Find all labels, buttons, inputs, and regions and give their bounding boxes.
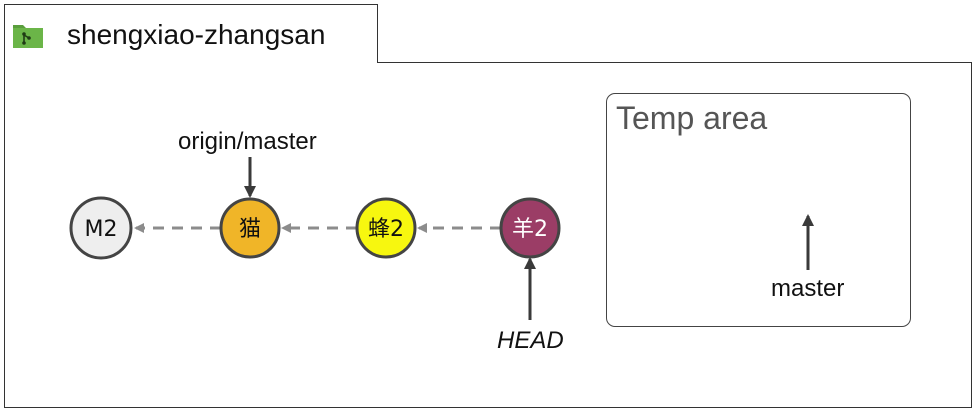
commit-node-sheep[interactable]: 羊2 bbox=[499, 197, 561, 259]
commit-graph-panel bbox=[4, 62, 972, 408]
head-label: HEAD bbox=[497, 327, 564, 354]
temp-master-label: master bbox=[771, 275, 845, 302]
commit-node-cat[interactable]: 猫 bbox=[219, 197, 281, 259]
temp-area-title: Temp area bbox=[616, 100, 768, 136]
commit-node-m2[interactable]: M2 bbox=[69, 196, 133, 260]
commit-label-sheep: 羊2 bbox=[512, 217, 548, 242]
repository-tab[interactable]: shengxiao-zhangsan bbox=[4, 4, 378, 63]
commit-node-bee[interactable]: 蜂2 bbox=[355, 197, 417, 259]
commit-label-bee: 蜂2 bbox=[368, 217, 404, 242]
temp-area-box: Temp area bbox=[606, 93, 911, 327]
repository-folder-icon bbox=[11, 18, 45, 50]
origin-master-label: origin/master bbox=[178, 128, 317, 155]
repository-name: shengxiao-zhangsan bbox=[67, 19, 326, 50]
commit-label-cat: 猫 bbox=[239, 217, 261, 242]
commit-label-m2: M2 bbox=[85, 217, 118, 242]
